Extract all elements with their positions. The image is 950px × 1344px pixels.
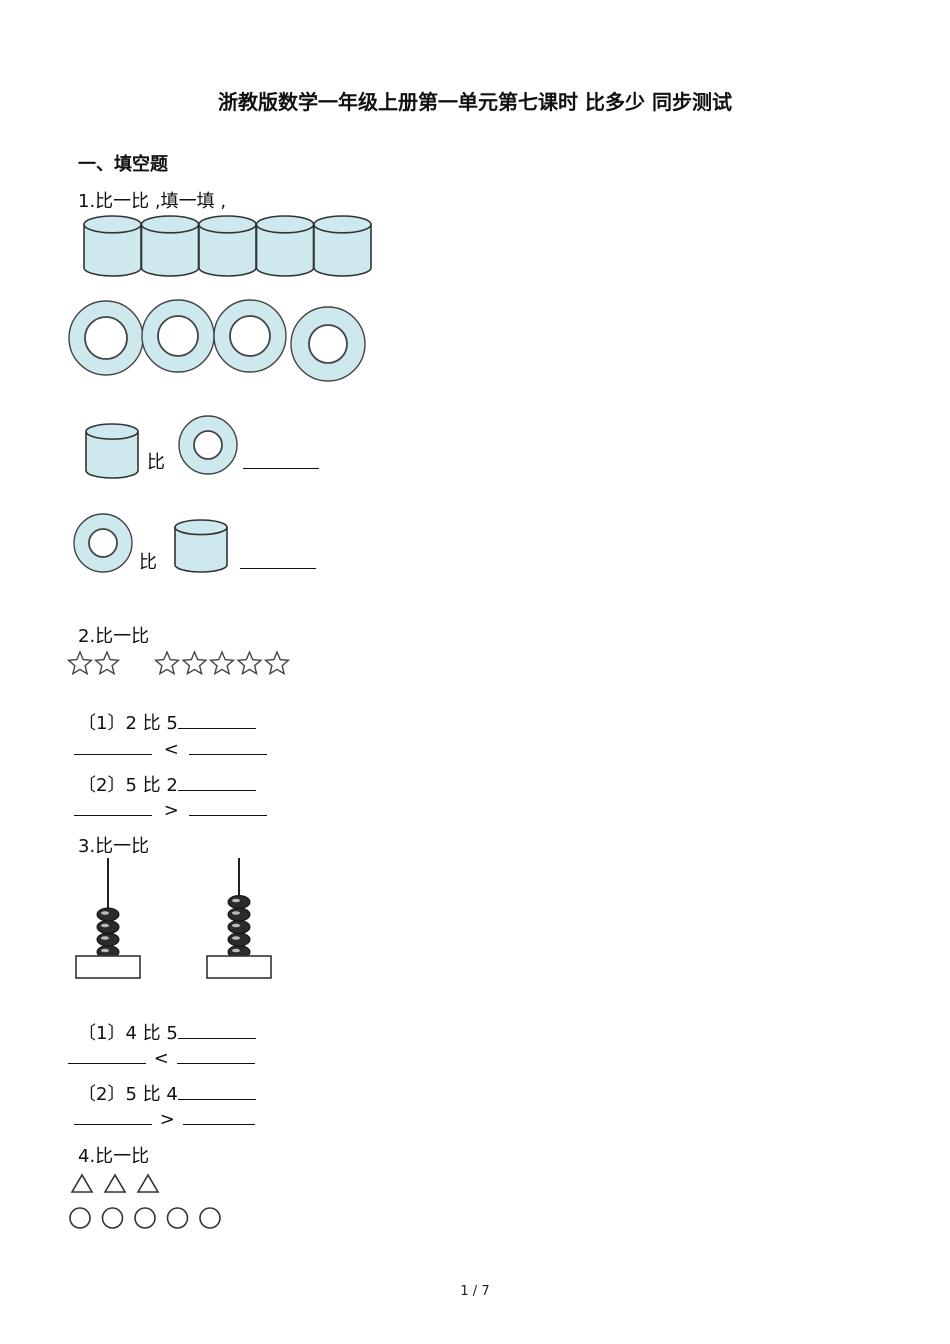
- circle-icon: [134, 1207, 156, 1229]
- ring: [73, 513, 133, 573]
- answer-blank[interactable]: [176, 1045, 255, 1064]
- cylinder-icon: [85, 423, 139, 479]
- ring: [141, 299, 215, 373]
- bead-highlight: [101, 948, 109, 953]
- bead-highlight: [101, 936, 109, 940]
- page-indicator: 1 / 7: [460, 1284, 490, 1299]
- less-than-symbol: <: [153, 1048, 169, 1069]
- abacus-base: [75, 955, 141, 979]
- cylinder: [85, 423, 139, 479]
- stars-figure: [66, 650, 291, 676]
- cylinder: [174, 519, 228, 573]
- star-icon: [208, 650, 236, 676]
- question-3-part-2-prompt: 〔2〕5 比 4: [78, 1084, 178, 1105]
- answer-blank[interactable]: [188, 736, 267, 755]
- star-icon: [263, 650, 291, 676]
- ring-icon: [178, 415, 238, 475]
- cylinder-icon: [174, 519, 228, 573]
- question-2-part-2-prompt: 〔2〕5 比 2: [78, 775, 178, 796]
- bead-highlight: [232, 936, 240, 940]
- ring-icon: [73, 513, 133, 573]
- circle-icon: [69, 1207, 91, 1229]
- triangle-icon: [103, 1173, 127, 1193]
- greater-than-symbol: >: [159, 1109, 175, 1130]
- compare-word: 比: [147, 452, 165, 473]
- question-2-label: 2.比一比: [78, 626, 150, 647]
- abacus-bead: [96, 932, 120, 947]
- answer-blank[interactable]: [74, 736, 152, 755]
- compare-word: 比: [139, 552, 157, 573]
- star-icon: [236, 650, 263, 676]
- answer-blank[interactable]: [188, 797, 267, 816]
- star-icon: [181, 650, 208, 676]
- document-title: 浙教版数学一年级上册第一单元第七课时 比多少 同步测试: [218, 90, 732, 114]
- ring: [68, 300, 144, 376]
- ring: [213, 299, 287, 373]
- less-than-symbol: <: [163, 739, 179, 760]
- star-icon: [153, 650, 181, 676]
- answer-blank[interactable]: [177, 1081, 256, 1100]
- answer-blank[interactable]: [240, 550, 316, 569]
- circles-row-figure: [69, 1207, 221, 1229]
- rings-row-figure: [68, 299, 366, 382]
- bead-highlight: [232, 898, 240, 903]
- question-2-part-1-prompt: 〔1〕2 比 5: [78, 713, 178, 734]
- cylinder: [198, 215, 257, 277]
- triangle-icon: [136, 1173, 160, 1193]
- answer-blank[interactable]: [177, 1020, 256, 1039]
- star-icon: [66, 650, 94, 676]
- cylinder: [83, 215, 142, 277]
- abacus-bead: [96, 907, 120, 922]
- bead-highlight: [232, 923, 240, 928]
- triangle-icon: [70, 1173, 94, 1193]
- section-heading-fill-in: 一、填空题: [78, 154, 168, 175]
- abacus-bead: [227, 895, 251, 909]
- cylinder: [255, 215, 315, 277]
- question-3-label: 3.比一比: [78, 836, 150, 857]
- answer-blank[interactable]: [177, 710, 256, 729]
- abacus-rod-figure: [206, 858, 272, 979]
- cylinder: [140, 215, 200, 277]
- circle-icon: [101, 1207, 124, 1229]
- cylinder: [313, 215, 372, 277]
- answer-blank[interactable]: [74, 797, 152, 816]
- answer-blank[interactable]: [243, 450, 319, 469]
- circle-icon: [199, 1207, 221, 1229]
- cylinders-row-figure: [83, 215, 372, 277]
- abacus-bead: [96, 920, 120, 934]
- answer-blank[interactable]: [177, 772, 256, 791]
- bead-highlight: [232, 948, 240, 953]
- bead-highlight: [101, 923, 109, 928]
- abacus-bead: [227, 920, 251, 934]
- circle-icon: [166, 1207, 189, 1229]
- ring: [290, 306, 366, 382]
- abacus-bead: [227, 932, 251, 947]
- ring: [178, 415, 238, 475]
- greater-than-symbol: >: [163, 800, 179, 821]
- question-4-label: 4.比一比: [78, 1146, 150, 1167]
- question-1-label: 1.比一比 ,填一填 ,: [78, 191, 227, 212]
- bead-highlight: [101, 911, 109, 915]
- abacus-bead: [227, 907, 251, 922]
- question-3-part-1-prompt: 〔1〕4 比 5: [78, 1023, 178, 1044]
- triangles-row-figure: [70, 1173, 160, 1193]
- abacus-base: [206, 955, 272, 979]
- star-icon: [93, 650, 121, 676]
- answer-blank[interactable]: [182, 1106, 255, 1125]
- abacus-rod-figure: [75, 858, 141, 979]
- answer-blank[interactable]: [68, 1045, 146, 1064]
- answer-blank[interactable]: [74, 1106, 152, 1125]
- bead-highlight: [232, 911, 240, 915]
